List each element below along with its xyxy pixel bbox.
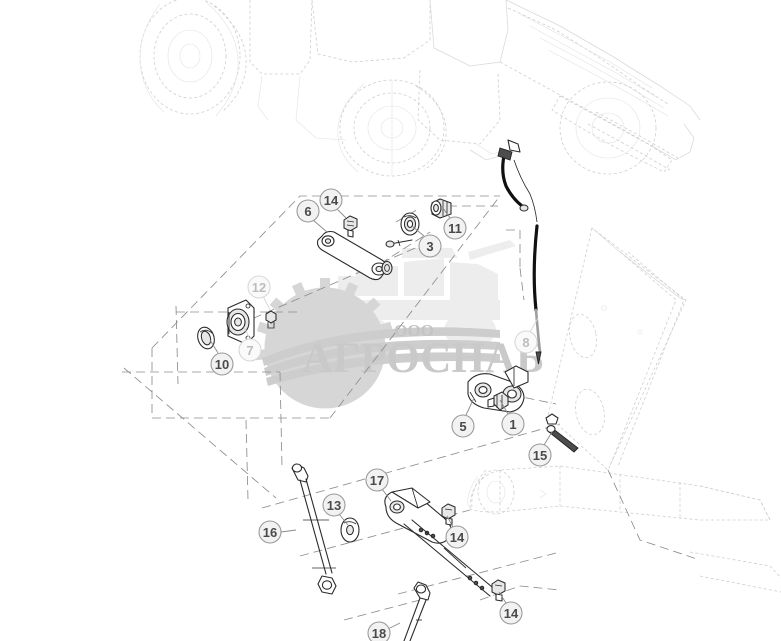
callout-bubble[interactable] xyxy=(443,216,467,240)
callout-leader-line xyxy=(262,295,271,311)
callout-bubble[interactable] xyxy=(238,338,262,362)
callout-5[interactable]: 5 xyxy=(451,397,475,438)
part-flat-washer xyxy=(340,517,360,543)
callout-bubble[interactable] xyxy=(501,412,525,436)
callout-number: 12 xyxy=(252,280,266,295)
callout-leader-line xyxy=(381,488,392,502)
callout-leader-line xyxy=(243,326,251,340)
mounting-plate-panel xyxy=(547,227,687,471)
callout-leader-line xyxy=(338,513,349,526)
callout-leader-line xyxy=(499,399,509,415)
callout-bubble[interactable] xyxy=(296,199,320,223)
three-point-hitch-arm xyxy=(467,465,781,593)
callout-12[interactable]: 12 xyxy=(247,275,271,311)
callout-bubble[interactable] xyxy=(365,468,389,492)
callout-16[interactable]: 16 xyxy=(258,520,297,544)
part-link-rod xyxy=(316,230,393,281)
callout-10[interactable]: 10 xyxy=(209,339,234,376)
callout-bubble[interactable] xyxy=(258,520,282,544)
upper-right-wheel xyxy=(559,81,657,175)
part-bolt-12 xyxy=(265,310,277,329)
callout-number: 7 xyxy=(246,343,253,358)
callout-bubble[interactable] xyxy=(247,275,271,299)
callout-number: 14 xyxy=(450,530,465,545)
callout-number: 16 xyxy=(263,525,277,540)
callout-14[interactable]: 14 xyxy=(445,515,469,549)
watermark-ooo: ООО xyxy=(394,321,434,340)
callout-number: 15 xyxy=(533,448,547,463)
callout-number: 18 xyxy=(372,626,386,641)
callout-leader-line xyxy=(209,339,219,354)
rear-wheel-tire xyxy=(337,79,447,177)
callout-15[interactable]: 15 xyxy=(528,431,553,467)
part-pin xyxy=(545,413,579,453)
callout-number: 13 xyxy=(327,498,341,513)
callout-7[interactable]: 7 xyxy=(238,326,262,362)
callout-3[interactable]: 3 xyxy=(411,225,442,258)
callout-bubble[interactable] xyxy=(445,525,469,549)
callout-6[interactable]: 6 xyxy=(296,199,328,233)
callout-number: 5 xyxy=(459,419,466,434)
callout-number: 14 xyxy=(324,193,339,208)
callout-leader-line xyxy=(446,515,454,528)
part-hex-bolt-upper xyxy=(343,215,358,238)
part-cotter-rod xyxy=(385,239,413,248)
callout-leader-line xyxy=(336,208,347,219)
callout-number: 8 xyxy=(522,335,529,350)
callout-bubble[interactable] xyxy=(319,188,343,212)
tractor-body-outline xyxy=(249,0,701,173)
callout-bubble[interactable] xyxy=(451,414,475,438)
callout-leader-line xyxy=(312,219,328,233)
part-pivot-bracket-arm xyxy=(384,487,499,597)
callout-14[interactable]: 14 xyxy=(319,188,347,219)
callout-11[interactable]: 11 xyxy=(442,207,467,240)
part-washer-bearing xyxy=(400,212,420,236)
callout-13[interactable]: 13 xyxy=(322,493,349,526)
callout-number: 10 xyxy=(215,357,229,372)
callout-bubble[interactable] xyxy=(499,601,523,625)
callout-number: 11 xyxy=(448,221,462,236)
callout-17[interactable]: 17 xyxy=(365,468,392,502)
callout-bubble[interactable] xyxy=(418,234,442,258)
callout-18[interactable]: 18 xyxy=(367,621,401,641)
callout-bubble[interactable] xyxy=(514,330,538,354)
callout-leader-line xyxy=(543,431,553,446)
part-cable-harness xyxy=(497,139,542,365)
part-seal-ring xyxy=(197,326,215,350)
callout-leader-line xyxy=(529,317,539,333)
field-swoosh xyxy=(262,327,500,386)
callout-number: 14 xyxy=(504,606,519,621)
front-wheel-tire xyxy=(139,0,247,117)
callout-leader-line xyxy=(280,529,297,533)
callout-number: 6 xyxy=(304,204,311,219)
callout-8[interactable]: 8 xyxy=(514,317,539,354)
callout-number: 3 xyxy=(426,239,433,254)
watermark-company-name: АГРОСНАБ xyxy=(302,335,544,382)
callout-14[interactable]: 14 xyxy=(498,591,523,625)
callout-leader-line xyxy=(387,622,401,630)
part-mounting-bracket xyxy=(467,365,529,413)
callout-bubble[interactable] xyxy=(367,621,391,641)
part-hex-bolt-lower xyxy=(491,579,506,602)
part-tie-rod xyxy=(403,581,431,641)
callout-leader-line xyxy=(465,397,475,416)
callout-number: 17 xyxy=(370,473,384,488)
callout-leader-line xyxy=(498,591,507,604)
callout-leader-line xyxy=(442,207,451,219)
callout-bubble[interactable] xyxy=(210,352,234,376)
callout-bubble[interactable] xyxy=(322,493,346,517)
callout-leader-line xyxy=(411,225,425,237)
part-gas-strut xyxy=(291,463,337,595)
callout-1[interactable]: 1 xyxy=(499,399,525,436)
callout-number: 1 xyxy=(509,417,516,432)
callout-bubble[interactable] xyxy=(528,443,552,467)
